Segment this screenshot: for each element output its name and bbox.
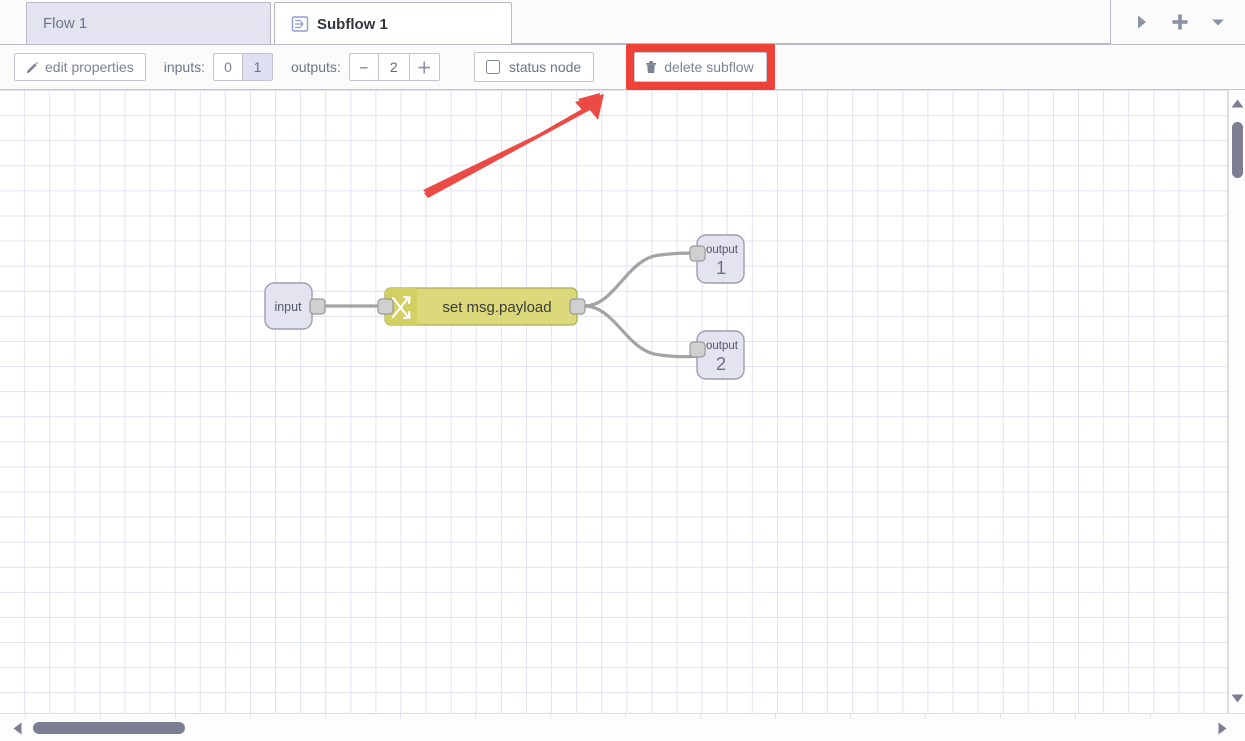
run-flow-icon[interactable] — [1125, 5, 1159, 39]
scroll-right-arrow-icon[interactable] — [1208, 714, 1236, 741]
horizontal-scrollbar-thumb[interactable] — [33, 722, 185, 734]
inputs-selector: 0 1 — [212, 53, 273, 81]
trash-icon — [645, 60, 657, 74]
tab-bar: Flow 1 Subflow 1 — [0, 0, 1245, 45]
pencil-icon — [26, 61, 39, 74]
scrollbar-ticks — [0, 714, 1245, 719]
output-node-1-input-port[interactable] — [689, 245, 706, 262]
subflow-output-node-2-number: 2 — [716, 354, 726, 374]
tab-flow-1-label: Flow 1 — [43, 15, 88, 32]
change-node-input-port[interactable] — [377, 298, 394, 315]
delete-subflow-highlight: delete subflow — [626, 44, 775, 90]
delete-subflow-button[interactable]: delete subflow — [634, 52, 767, 82]
subflow-toolbar: edit properties inputs: 0 1 outputs: – 2… — [0, 44, 1245, 90]
edit-properties-button[interactable]: edit properties — [14, 53, 146, 81]
link-change-to-output-1[interactable] — [582, 251, 702, 308]
subflow-output-node-1-number: 1 — [716, 258, 726, 278]
subflow-icon — [291, 15, 309, 33]
outputs-decrement-button[interactable]: – — [349, 54, 379, 80]
output-node-2-input-port[interactable] — [689, 341, 706, 358]
subflow-output-node-2[interactable]: output 2 — [689, 330, 745, 380]
delete-subflow-label: delete subflow — [664, 59, 754, 75]
inputs-label: inputs: — [163, 59, 205, 75]
change-node[interactable]: set msg.payload — [377, 287, 586, 326]
vertical-scrollbar-thumb[interactable] — [1232, 122, 1243, 178]
tab-list: Flow 1 Subflow 1 — [0, 0, 1110, 44]
link-change-to-output-2[interactable] — [582, 304, 702, 359]
input-node-output-port[interactable] — [309, 298, 326, 315]
subflow-input-node-label: input — [274, 300, 302, 314]
change-node-output-port[interactable] — [569, 298, 586, 315]
outputs-stepper: – 2 ＋ — [348, 53, 440, 81]
outputs-increment-button[interactable]: ＋ — [409, 54, 439, 80]
tab-flow-1[interactable]: Flow 1 — [26, 2, 271, 44]
vertical-scrollbar[interactable] — [1228, 90, 1245, 713]
flow-canvas[interactable]: input set msg.payload ou — [0, 90, 1228, 713]
annotation-arrow-icon — [423, 93, 604, 198]
inputs-option-0[interactable]: 0 — [213, 54, 243, 80]
flow-links — [316, 251, 702, 359]
subflow-output-node-1[interactable]: output 1 — [689, 234, 745, 284]
change-node-label: set msg.payload — [442, 299, 551, 316]
flow-canvas-svg: input set msg.payload ou — [264, 93, 745, 380]
tab-bar-filler — [512, 1, 1110, 44]
tab-menu-chevron-down-icon[interactable] — [1201, 5, 1235, 39]
tab-subflow-1[interactable]: Subflow 1 — [274, 2, 512, 44]
status-node-label: status node — [508, 59, 582, 75]
horizontal-scrollbar[interactable] — [0, 713, 1245, 741]
add-tab-icon[interactable] — [1163, 5, 1197, 39]
outputs-value: 2 — [378, 54, 410, 80]
tab-actions — [1110, 0, 1245, 44]
status-node-checkbox[interactable] — [485, 60, 500, 74]
scroll-up-arrow-icon[interactable] — [1229, 93, 1245, 113]
subflow-output-node-2-label: output — [706, 340, 739, 352]
shuffle-icon — [391, 295, 411, 320]
status-node-toggle[interactable]: status node — [473, 52, 595, 82]
inputs-option-1[interactable]: 1 — [242, 54, 272, 80]
tab-subflow-1-label: Subflow 1 — [317, 15, 388, 33]
subflow-input-node[interactable]: input — [264, 282, 326, 330]
scroll-left-arrow-icon[interactable] — [3, 714, 31, 741]
outputs-label: outputs: — [290, 59, 341, 75]
edit-properties-label: edit properties — [45, 59, 134, 75]
scroll-down-arrow-icon[interactable] — [1229, 688, 1245, 708]
subflow-output-node-1-label: output — [706, 244, 739, 256]
